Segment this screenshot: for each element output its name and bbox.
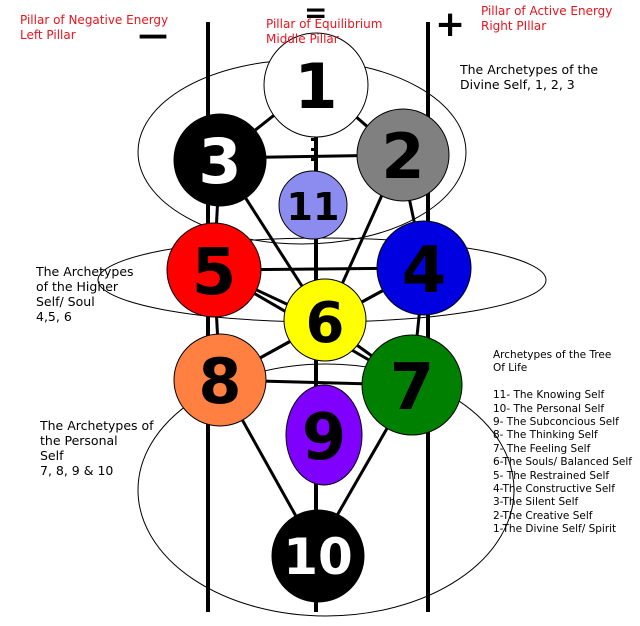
divine-group-label: The Archetypes of the Divine Self, 1, 2,… <box>460 62 598 92</box>
sephirah-5-label: 5 <box>192 236 237 310</box>
sephirah-5-circle <box>166 222 262 318</box>
higher-group-line3: Self/ Soul <box>36 294 95 309</box>
equals-sign: = <box>304 0 328 29</box>
key-title-line1: Archetypes of the Tree <box>493 349 612 361</box>
personal-group-line2: the Personal <box>40 433 118 448</box>
higher-group-line4: 4,5, 6 <box>36 309 72 324</box>
key-item: 4-The Constructive Self <box>493 483 615 496</box>
sephirah-7-circle <box>361 334 463 436</box>
key-item: 8- The Thinking Self <box>493 429 598 442</box>
sephirah-1-label: 1 <box>294 50 337 123</box>
sephirah-8-circle <box>173 333 267 427</box>
minus-sign: — <box>138 18 168 53</box>
plus-sign: + <box>435 4 466 45</box>
sephirah-4-circle <box>376 220 472 316</box>
archetype-key: Archetypes of the Tree Of Life 11- The K… <box>493 349 632 537</box>
sephirah-6-circle <box>283 278 367 362</box>
sephirah-11-circle <box>278 170 348 240</box>
key-item: 11- The Knowing Self <box>493 389 605 402</box>
right-pillar-title: Pillar of Active Energy <box>481 4 613 18</box>
higher-group-label: The Archetypes of the Higher Self/ Soul … <box>36 264 134 324</box>
personal-group-label: The Archetypes of the Personal Self 7, 8… <box>40 418 154 478</box>
key-item: 6-The Souls/ Balanced Self <box>493 456 632 469</box>
sephirah-4-label: 4 <box>402 234 447 308</box>
key-item: 9- The Subconcious Self <box>493 416 619 429</box>
personal-group-line4: 7, 8, 9 & 10 <box>40 463 114 478</box>
sephirah-8-label: 8 <box>198 345 241 418</box>
sephirah-2-circle <box>356 108 450 202</box>
sephirah-11-label: 11 <box>287 185 340 229</box>
sephirah-9-circle <box>285 384 363 486</box>
sephirah-3-circle <box>173 113 267 207</box>
left-pillar-title: Pillar of Negative Energy <box>20 13 169 27</box>
key-item: 5- The Restrained Self <box>493 469 610 482</box>
divine-group-line1: The Archetypes of the <box>460 62 599 77</box>
key-title-line2: Of Life <box>493 362 528 375</box>
left-pillar-subtitle: Left Pillar <box>20 28 76 42</box>
sephirah-1-circle <box>263 32 369 138</box>
sephirah-9-label: 9 <box>302 401 347 475</box>
higher-group-line1: The Archetypes <box>36 264 134 279</box>
personal-group-ellipse <box>137 363 515 617</box>
key-item: 3-The Silent Self <box>493 496 579 509</box>
middle-pillar-title: Pillar of Equilibrium <box>266 17 383 31</box>
sephirah-7-label: 7 <box>390 351 435 425</box>
middle-pillar-subtitle: Middle Pillar <box>266 32 339 46</box>
personal-group-line1: The Archetypes of <box>40 418 154 433</box>
key-spacer <box>493 376 632 389</box>
personal-group-line3: Self <box>40 448 64 463</box>
sephirah-10-circle <box>271 509 365 603</box>
sephirah-10-label: 10 <box>283 528 353 586</box>
sephirah-2-label: 2 <box>381 120 424 193</box>
key-item: 7- The Feeling Self <box>493 442 591 455</box>
sephirah-3-label: 3 <box>198 125 241 198</box>
divine-group-line2: Divine Self, 1, 2, 3 <box>460 77 575 92</box>
higher-group-line2: of the Higher <box>36 279 119 294</box>
key-item: 10- The Personal Self <box>493 402 605 415</box>
right-pillar-subtitle: Right PIllar <box>481 19 547 33</box>
key-item: 2-The Creative Self <box>493 509 593 522</box>
key-item: 1-The Divine Self/ Spirit <box>493 523 617 536</box>
sephirah-6-label: 6 <box>306 291 345 356</box>
